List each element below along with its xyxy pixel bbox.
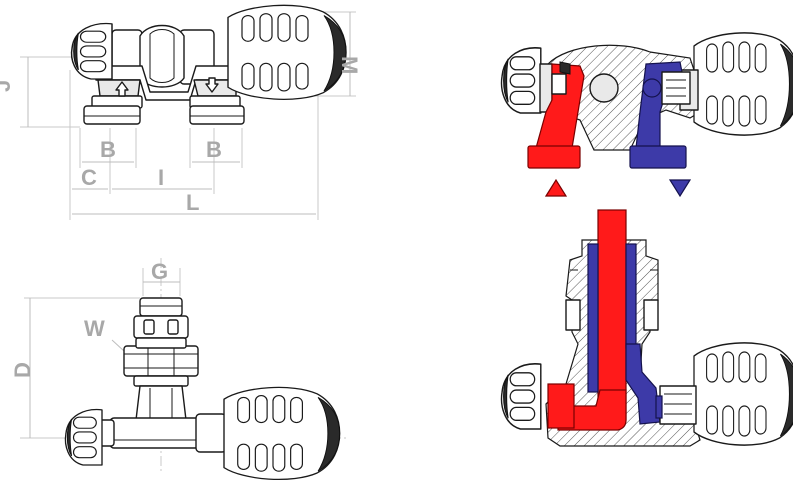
section-top xyxy=(500,32,793,198)
return-down-triangle-icon xyxy=(668,179,692,198)
supply-up-triangle-icon xyxy=(544,178,568,197)
dim-label-m: M xyxy=(337,56,362,74)
dim-label-j: J xyxy=(0,80,15,92)
dim-label-c: C xyxy=(81,165,97,190)
dim-label-b-left: B xyxy=(100,137,116,162)
section-bottom xyxy=(500,209,793,447)
dim-label-i: I xyxy=(158,165,164,190)
dim-label-d: D xyxy=(10,362,35,378)
dim-label-w: W xyxy=(84,316,105,341)
view-front-angle: M J B B C I L xyxy=(0,4,362,220)
dim-label-b-right: B xyxy=(206,137,222,162)
dim-label-l: L xyxy=(186,190,199,215)
dim-label-g: G xyxy=(151,259,168,284)
view-side: G W D xyxy=(10,258,346,481)
